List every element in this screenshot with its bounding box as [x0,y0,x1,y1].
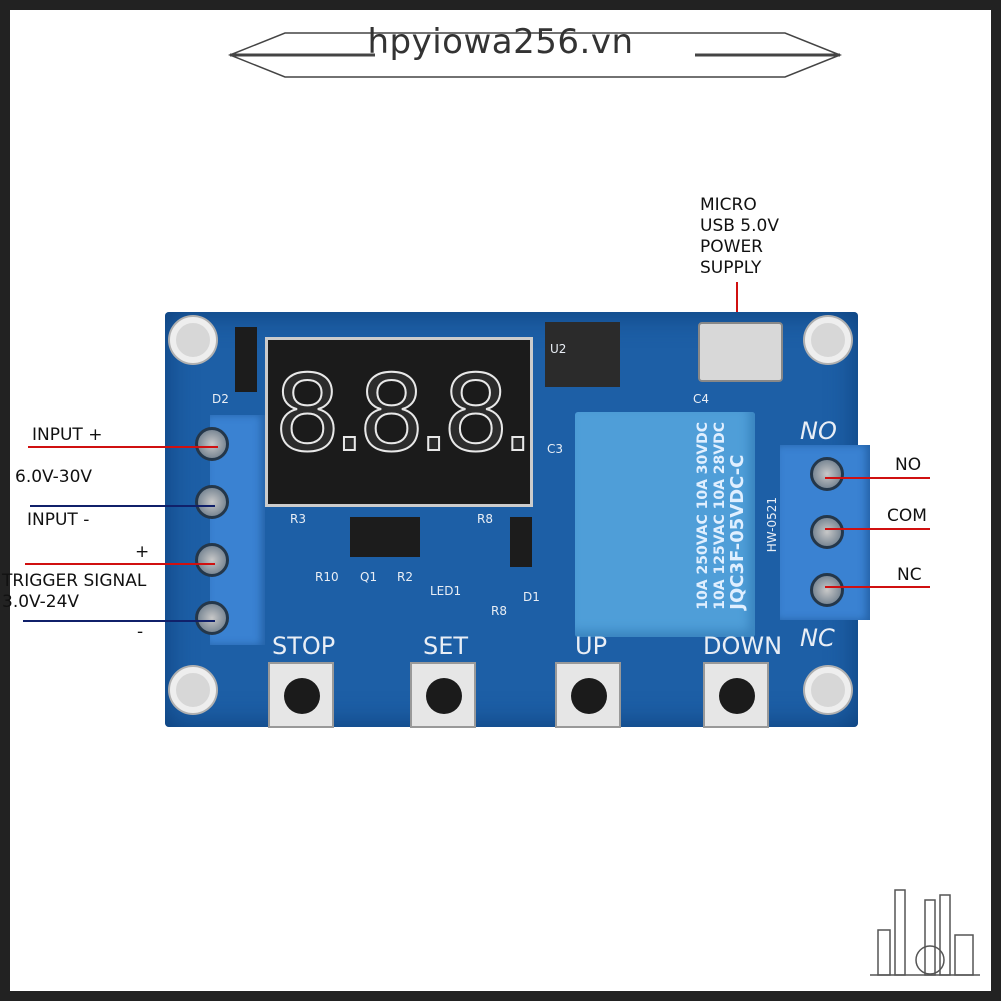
screw [195,427,229,461]
button-cap [284,678,320,714]
com-line [825,528,930,530]
relay: 10A 250VAC 10A 30VDC 10A 125VAC 10A 28VD… [575,412,755,637]
trigger-minus-line [23,620,215,622]
button-cap [719,678,755,714]
left-terminal-block [195,415,265,645]
up-label: UP [575,632,608,660]
label-line: MICRO [700,195,757,215]
down-label: DOWN [703,632,783,660]
label-line: POWER [700,237,763,257]
label-line: SUPPLY [700,258,762,278]
down-button[interactable] [703,662,769,728]
nc-line [825,586,930,588]
silk-hw: HW-0521 [765,497,779,553]
silk-r8-top: R8 [477,512,493,526]
mount-hole [170,317,216,363]
screw [810,573,844,607]
right-terminal-block [780,445,870,620]
button-cap [571,678,607,714]
button-cap [426,678,462,714]
watermark-ornament [227,32,843,78]
trigger-range-label: 3.0V-24V [2,592,80,612]
mount-hole [805,317,851,363]
trigger-plus-line [25,563,215,565]
screw [810,457,844,491]
diode-d2 [235,327,257,392]
seven-segment-display: 8.8.8. [265,337,533,507]
screw [195,543,229,577]
mount-hole [805,667,851,713]
trigger-plus-label: + [135,542,150,562]
micro-usb-port [698,322,783,382]
input-plus-label: INPUT + [32,425,103,445]
stop-label: STOP [272,632,336,660]
nc-label: NC [897,565,922,585]
silk-no: NO [800,417,837,445]
diode-d1 [510,517,532,567]
relay-markings: 10A 250VAC 10A 30VDC 10A 125VAC 10A 28VD… [695,422,748,610]
silk-led1: LED1 [430,584,462,598]
regulator-chip [545,322,620,387]
screw [195,601,229,635]
no-label: NO [895,455,922,475]
silk-d2: D2 [212,392,229,406]
no-line [825,477,930,479]
display-digits: 8.8.8. [273,353,530,475]
image-frame: hpyiowa256.vn MICRO USB 5.0V POWER SUPPL… [2,10,991,991]
watermark-text: hpyiowa256.vn [367,22,634,62]
screw [810,515,844,549]
silk-d1: D1 [523,590,540,604]
city-skyline-logo [870,889,980,976]
relay-line: JQC3F-05VDC-C [727,454,748,610]
silk-q1: Q1 [360,570,378,584]
silk-nc: NC [800,624,835,652]
mount-hole [170,667,216,713]
up-button[interactable] [555,662,621,728]
relay-line: 10A 250VAC 10A 30VDC [695,422,711,610]
label-line: USB 5.0V [700,216,779,236]
silk-u2: U2 [550,342,567,356]
silk-r2: R2 [397,570,413,584]
com-label: COM [887,506,927,526]
silk-r3: R3 [290,512,306,526]
input-minus-label: INPUT - [27,510,90,530]
set-button[interactable] [410,662,476,728]
trigger-signal-label: TRIGGER SIGNAL [2,571,147,591]
ic-chip [350,517,420,557]
trigger-minus-label: - [137,622,144,642]
stop-button[interactable] [268,662,334,728]
set-label: SET [423,632,469,660]
input-plus-line [28,446,218,448]
silk-r8: R8 [491,604,507,618]
screw [195,485,229,519]
silk-c4: C4 [693,392,710,406]
input-minus-line [30,505,215,507]
relay-timer-board: 8.8.8. 10A 250VAC 10A 30VDC 10A 125VAC 1… [165,312,870,728]
input-range-label: 6.0V-30V [15,467,93,487]
silk-c3: C3 [547,442,564,456]
micro-usb-label: MICRO USB 5.0V POWER SUPPLY [700,195,779,279]
silk-r10: R10 [315,570,339,584]
